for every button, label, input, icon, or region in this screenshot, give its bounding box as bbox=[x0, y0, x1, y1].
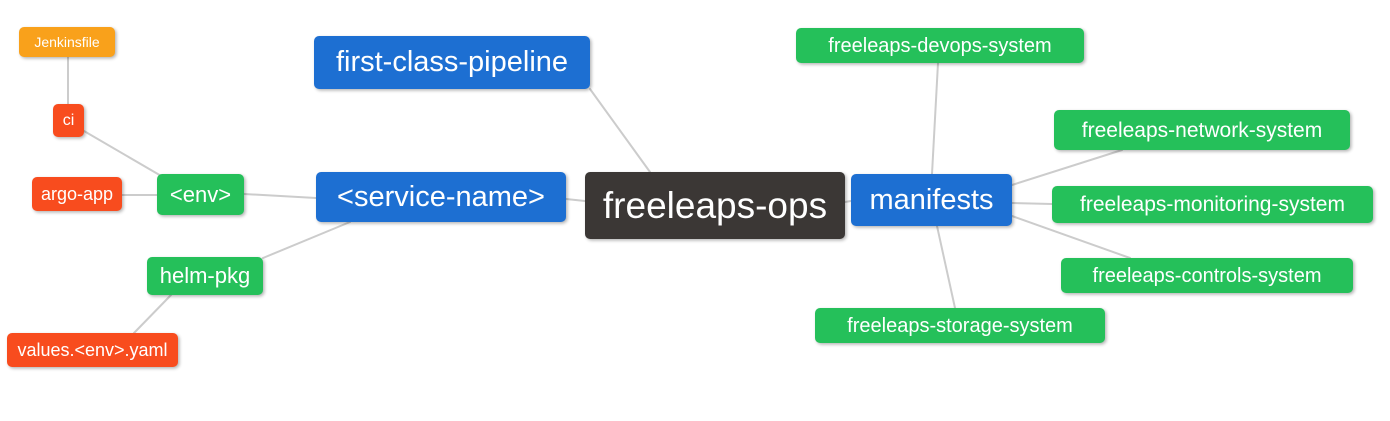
edge-env-to-service-name bbox=[243, 193, 317, 199]
node-helm-pkg[interactable]: helm-pkg bbox=[147, 257, 263, 295]
node-service-name[interactable]: <service-name> bbox=[316, 172, 566, 222]
node-env[interactable]: <env> bbox=[157, 174, 244, 215]
edge-manifests-to-freeleaps-controls-system bbox=[1011, 215, 1131, 259]
edge-manifests-to-freeleaps-storage-system bbox=[936, 225, 956, 309]
edge-ci-to-env bbox=[83, 130, 164, 178]
node-jenkinsfile[interactable]: Jenkinsfile bbox=[19, 27, 115, 57]
node-ci[interactable]: ci bbox=[53, 104, 84, 137]
node-freeleaps-devops-system[interactable]: freeleaps-devops-system bbox=[796, 28, 1084, 63]
edge-freeleaps-ops-to-manifests bbox=[844, 200, 852, 203]
node-freeleaps-network-system[interactable]: freeleaps-network-system bbox=[1054, 110, 1350, 150]
edge-helm-pkg-to-values-env-yaml bbox=[133, 294, 172, 334]
edge-manifests-to-freeleaps-devops-system bbox=[931, 62, 939, 175]
node-freeleaps-monitoring-system[interactable]: freeleaps-monitoring-system bbox=[1052, 186, 1373, 223]
node-freeleaps-storage-system[interactable]: freeleaps-storage-system bbox=[815, 308, 1105, 343]
node-freeleaps-controls-system[interactable]: freeleaps-controls-system bbox=[1061, 258, 1353, 293]
node-freeleaps-ops[interactable]: freeleaps-ops bbox=[585, 172, 845, 239]
edge-manifests-to-freeleaps-network-system bbox=[1011, 149, 1123, 186]
node-argo-app[interactable]: argo-app bbox=[32, 177, 122, 211]
node-values-env-yaml[interactable]: values.<env>.yaml bbox=[7, 333, 178, 367]
node-manifests[interactable]: manifests bbox=[851, 174, 1012, 226]
node-first-class-pipeline[interactable]: first-class-pipeline bbox=[314, 36, 590, 89]
edge-service-name-to-freeleaps-ops bbox=[565, 198, 586, 202]
edge-service-name-to-helm-pkg bbox=[262, 221, 351, 259]
edge-first-class-pipeline-to-freeleaps-ops bbox=[589, 88, 651, 173]
edge-manifests-to-freeleaps-monitoring-system bbox=[1011, 202, 1053, 205]
